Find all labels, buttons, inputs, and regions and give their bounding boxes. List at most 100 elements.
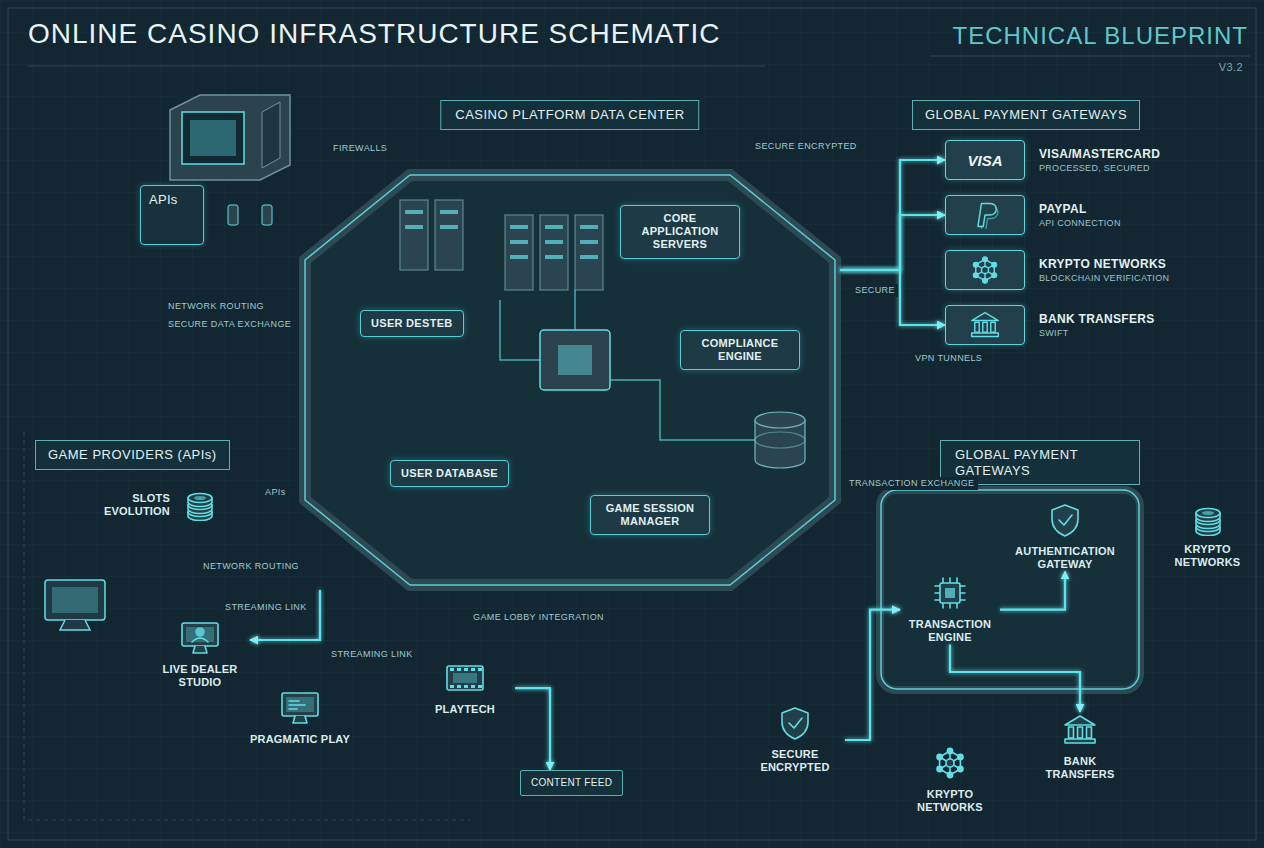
annotation-label: VPN TUNNELS — [912, 352, 985, 365]
server-rack — [540, 215, 568, 290]
gateway-plate — [880, 490, 1140, 690]
rack-light — [545, 240, 563, 244]
icon-screen — [278, 690, 322, 726]
diagram-title: ONLINE CASINO INFRASTRUCTURE SCHEMATIC — [28, 18, 720, 50]
core-chip — [558, 345, 592, 375]
box-label: CONTENT FEED — [531, 777, 612, 789]
connector — [515, 688, 550, 770]
process-box: APIs — [140, 185, 204, 245]
component-label: AUTHENTICATION GATEWAY — [1010, 545, 1120, 571]
icon-dealer — [193, 646, 207, 653]
storage-cylinder — [755, 412, 805, 468]
icon-shield — [1059, 515, 1072, 525]
icon — [1058, 712, 1102, 752]
icon-screen — [286, 697, 314, 712]
annotation-label: SECURE DATA EXCHANGE — [165, 318, 294, 331]
rack-light — [580, 240, 598, 244]
gateway-device: KRYPTO NETWORKSBLOCKCHAIN VERIFICATION — [945, 250, 1169, 290]
rack-light — [580, 255, 598, 259]
icon-film — [447, 666, 483, 690]
server-rack — [400, 200, 428, 270]
connector — [250, 590, 320, 640]
process-box: GAME PROVIDERS (APIs) — [35, 440, 230, 470]
connector — [319, 590, 321, 690]
icon-shield — [1052, 505, 1078, 536]
component-label: SLOTS EVOLUTION — [90, 492, 170, 518]
icon-film — [478, 685, 482, 688]
server-rack — [435, 200, 463, 270]
gateway-plate — [880, 490, 1140, 690]
data-center-wall — [305, 175, 835, 585]
annotation-label: SECURE — [852, 284, 898, 297]
icon — [178, 485, 222, 525]
gateway-label: BLOCKCHAIN VERIFICATION — [1039, 273, 1169, 283]
frame-lines — [930, 56, 1250, 57]
component-node: SLOTS EVOLUTION — [90, 485, 222, 525]
gateway-label: API CONNECTION — [1039, 218, 1121, 228]
icon-crypto — [973, 257, 996, 283]
frame-lines — [8, 8, 1256, 840]
api-server-device — [262, 102, 280, 168]
icon — [928, 745, 972, 785]
connector — [845, 610, 900, 740]
annotation-label: FIREWALLS — [330, 142, 390, 155]
icon-crypto — [973, 273, 978, 278]
icon-shield — [782, 708, 808, 739]
slot-terminal — [60, 620, 90, 630]
rack-light — [405, 225, 423, 229]
icon-chip — [935, 578, 965, 608]
component-label: PLAYTECH — [435, 703, 495, 716]
icon-bank — [1065, 716, 1095, 725]
connector-label: APIs — [262, 486, 289, 499]
icon-crypto — [946, 759, 954, 767]
box-label: GLOBAL PAYMENT GATEWAYS — [925, 107, 1127, 123]
zone-heading: CASINO PLATFORM DATA CENTER — [440, 100, 699, 130]
icon-film — [464, 685, 468, 688]
component-node: SECURE ENCRYPTED — [745, 705, 845, 774]
icon-dealer — [192, 638, 208, 642]
gateway-label: VISA/MASTERCARD — [1039, 147, 1160, 161]
icon-crypto — [992, 273, 997, 278]
icon-bank — [964, 309, 1006, 341]
icon-screen — [282, 693, 318, 716]
icon-crypto — [983, 278, 988, 283]
annotation-label: SECURE ENCRYPTED — [752, 140, 860, 153]
icon — [278, 690, 322, 730]
connector-label: GAME LOBBY INTEGRATION — [470, 611, 607, 624]
slot-terminal — [45, 580, 105, 630]
component-node: KRYPTO NETWORKS — [1160, 500, 1255, 569]
gateway-text: PAYPALAPI CONNECTION — [1039, 202, 1121, 228]
icon-crypto — [958, 754, 963, 759]
annotation-label: STREAMING LINK — [328, 648, 416, 661]
connector — [950, 644, 1080, 712]
box-label: USER DESTEB — [371, 317, 453, 330]
icon-dealer — [182, 623, 218, 653]
icon-crypto — [940, 751, 961, 775]
component-node: AUTHENTICATION GATEWAY — [1010, 502, 1120, 571]
device-label: VISA — [967, 152, 1002, 169]
component-node: LIVE DEALER STUDIO — [150, 620, 250, 689]
box-label: GAME PROVIDERS (APIs) — [48, 447, 217, 463]
icon-bank — [1087, 727, 1092, 738]
icon — [773, 705, 817, 745]
icon-screen — [282, 693, 318, 723]
rack-light — [440, 225, 458, 229]
icon-bank — [972, 313, 999, 321]
icon-coins — [188, 494, 212, 503]
icon-crypto — [983, 257, 988, 262]
rack-light — [510, 225, 528, 229]
component-node: BANK TRANSFERS — [1030, 712, 1130, 781]
icon-chip — [945, 588, 955, 598]
gateway-label: BANK TRANSFERS — [1039, 312, 1155, 326]
device-box — [945, 195, 1025, 235]
component-node: KRYPTO NETWORKS — [900, 745, 1000, 814]
process-box: CONTENT FEED — [520, 770, 623, 796]
core-wiring — [610, 380, 755, 440]
icon-film — [450, 685, 454, 688]
icon — [443, 660, 487, 700]
annotation-label: TECHNICAL BLUEPRINT — [953, 22, 1249, 51]
icon-bank — [972, 333, 999, 337]
